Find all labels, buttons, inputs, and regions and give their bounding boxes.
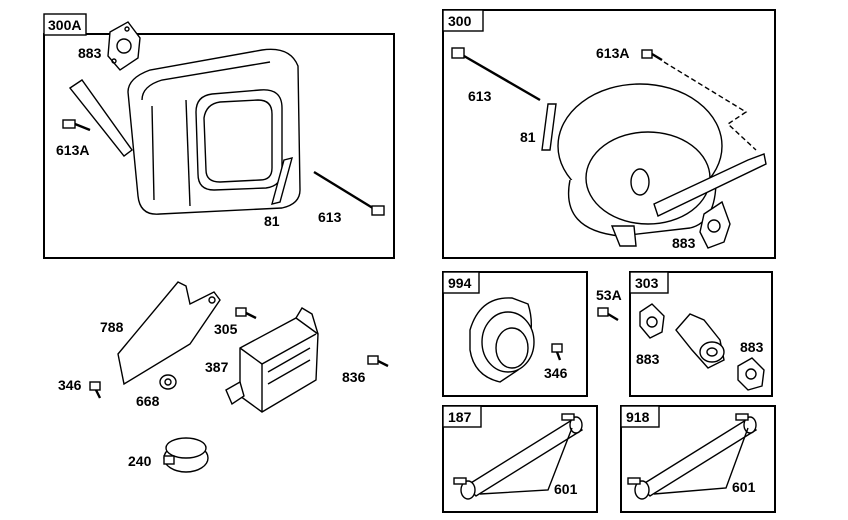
gasket-883-a [107,21,141,71]
bolt-613-b [451,47,541,102]
label-601-a: 601 [554,481,578,497]
bracket-strap-b [653,153,767,217]
block-387 [225,307,319,413]
label-883-a: 883 [78,45,102,61]
label-883-b: 883 [672,235,696,251]
group-187: 187 601 [442,405,598,513]
group-994: 994 346 [442,271,588,397]
box-300a-frame [43,33,395,259]
box-300-tag [442,9,484,32]
screw-613a-a [62,119,91,132]
link-81-a [271,157,293,205]
label-81-a: 81 [264,213,280,229]
box-303-frame [629,271,773,397]
adapter-303 [675,313,725,369]
label-240: 240 [128,453,152,469]
label-346-b: 346 [544,365,568,381]
link-81-b [541,103,557,151]
box-918-frame [620,405,776,513]
screw-53a [597,307,619,322]
muffler-300a [127,48,301,215]
muffler-300 [557,83,723,247]
leader-601-a [479,427,573,495]
screw-836 [367,355,389,368]
leader-601-b [653,427,749,495]
label-883-d: 883 [740,339,764,355]
label-613-a: 613 [318,209,342,225]
label-305: 305 [214,321,238,337]
box-300-frame [442,9,776,259]
label-788: 788 [100,319,124,335]
label-387: 387 [205,359,229,375]
deflector-994 [469,297,535,383]
screw-346-a [89,381,102,399]
gasket-883-d [737,357,765,391]
box-187-label: 187 [448,409,472,425]
label-668: 668 [136,393,160,409]
box-994-frame [442,271,588,397]
gasket-883-b [699,200,731,249]
leader-dashed [663,61,757,151]
label-81-b: 81 [520,129,536,145]
label-836: 836 [342,369,366,385]
label-53a: 53A [596,287,622,303]
box-187-frame [442,405,598,513]
label-613a-a: 613A [56,142,89,158]
breather-240 [163,437,209,473]
label-346-a: 346 [58,377,82,393]
box-303-label: 303 [635,275,659,291]
box-300a-tag [43,13,87,36]
bolt-613-a [313,170,385,216]
group-303: 303 883 883 [629,271,773,397]
label-601-b: 601 [732,479,756,495]
gasket-883-c [639,303,665,339]
box-994-tag [442,271,480,294]
box-300-label: 300 [448,13,472,29]
bracket-788 [117,281,221,386]
label-613-b: 613 [468,88,492,104]
box-300a-label: 300A [48,17,81,33]
label-613a-b: 613A [596,45,629,61]
bracket-strap-a [68,79,133,157]
screw-346-b [551,343,563,361]
group-300a: 300A 883 613A 81 [43,13,395,259]
box-303-tag [629,271,669,294]
spacer-668 [159,374,177,390]
box-918-tag [620,405,660,428]
group-lower-left: 788 305 387 836 346 [58,281,389,473]
group-300: 300 613 613A 81 [442,9,776,259]
label-883-c: 883 [636,351,660,367]
screw-613a-b [641,49,663,62]
box-918-label: 918 [626,409,650,425]
box-994-label: 994 [448,275,472,291]
group-918: 918 601 [620,405,776,513]
box-187-tag [442,405,482,428]
screw-305 [235,307,257,320]
tube-187 [453,413,584,500]
